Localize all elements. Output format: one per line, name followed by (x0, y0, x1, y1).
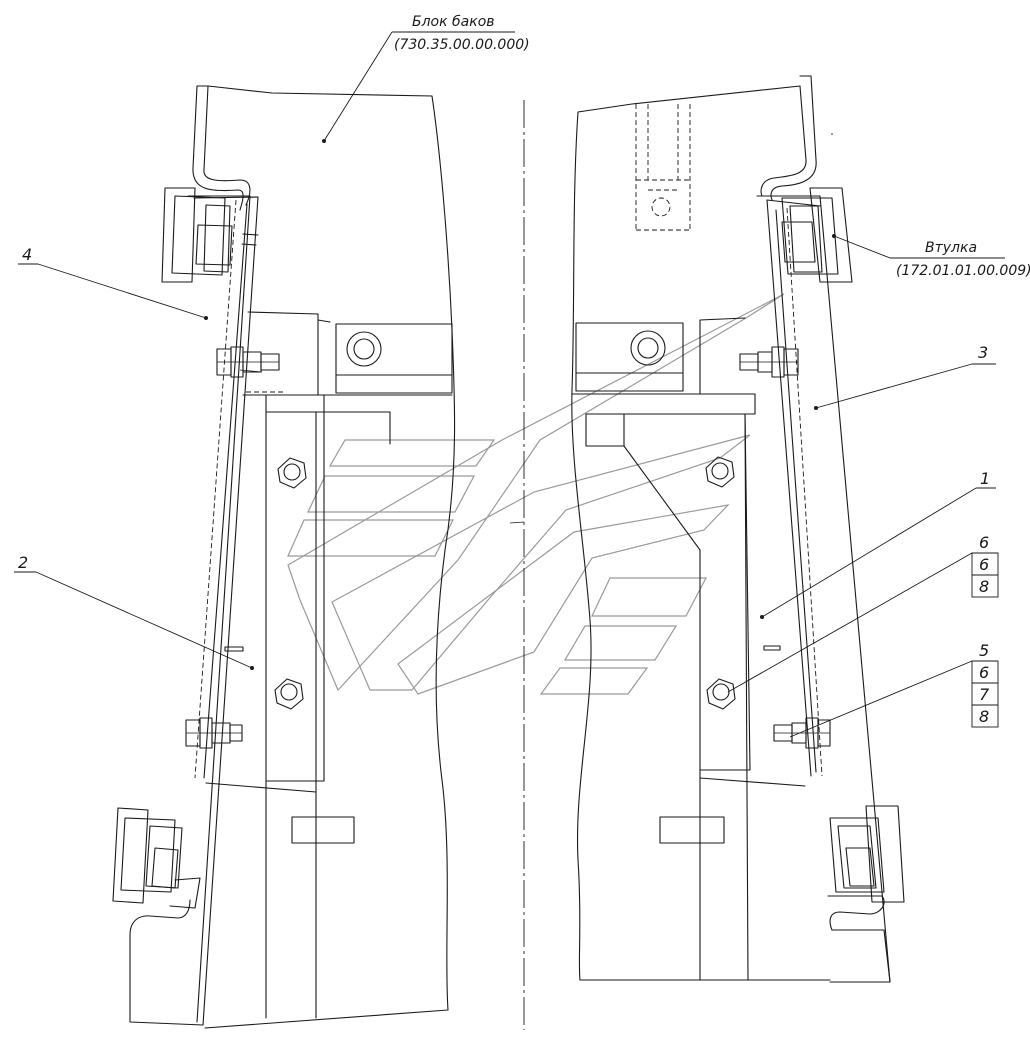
tank-block-name: Блок баков (412, 14, 495, 30)
callout-5-head: 5 (979, 641, 989, 660)
label-position-1: 1 (760, 469, 996, 619)
tank-block-code: (730.35.00.00.000) (394, 37, 530, 53)
callout-6-6-8: 6 6 8 (727, 533, 999, 693)
left-bracket (112, 85, 285, 1026)
label-tank-block: Блок баков (730.35.00.00.000) (322, 14, 530, 143)
callout-5-row-3: 8 (979, 707, 989, 726)
right-tank-block (571, 85, 831, 981)
position-3-number: 3 (978, 343, 988, 362)
label-position-2: 2 (14, 553, 254, 670)
right-lower-bolt (773, 717, 831, 749)
left-lower-bolt (185, 717, 243, 749)
right-bracket (739, 75, 905, 983)
callout-5-row-2: 7 (979, 685, 990, 704)
position-1-number: 1 (980, 469, 990, 488)
right-upper-bolt (739, 346, 799, 378)
callout-6-row-1: 6 (979, 555, 989, 574)
center-mark (509, 521, 525, 524)
position-2-number: 2 (18, 553, 28, 572)
left-tank-block (204, 85, 456, 1029)
label-bushing: Втулка (172.01.01.00.009) (832, 234, 1030, 279)
callout-6-row-2: 8 (979, 577, 989, 596)
label-position-4: 4 (18, 245, 208, 320)
label-position-3: 3 (814, 343, 996, 410)
watermark-logo (287, 293, 785, 695)
callout-5-row-1: 6 (979, 663, 989, 682)
callout-5-6-7-8: 5 6 7 8 (789, 641, 999, 738)
bushing-code: (172.01.01.00.009) (896, 263, 1030, 279)
bushing-name: Втулка (925, 240, 977, 256)
left-upper-bolt (216, 346, 285, 393)
position-4-number: 4 (22, 245, 32, 264)
callout-6-head: 6 (979, 533, 989, 552)
